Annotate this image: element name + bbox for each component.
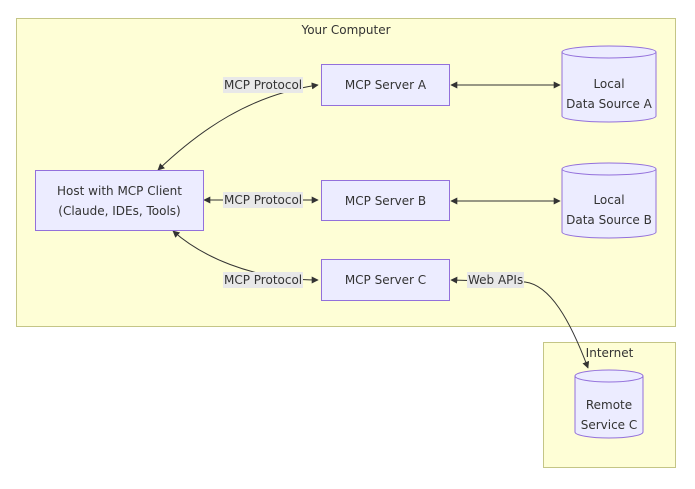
edge-label-host-c: MCP Protocol	[223, 272, 304, 288]
host-line1: Host with MCP Client	[57, 183, 182, 198]
cylinder-remote-c	[574, 369, 644, 439]
source-a-label: Local Data Source A	[562, 74, 656, 114]
edge-label-web-apis: Web APIs	[467, 272, 525, 288]
source-b-label: Local Data Source B	[562, 190, 656, 230]
remote-c-line1: Remote	[585, 398, 633, 412]
remote-c-label: Remote Service C	[575, 395, 643, 435]
server-a-label: MCP Server A	[344, 78, 427, 92]
source-a-line2: Data Source A	[566, 97, 652, 111]
source-a-line1: Local	[593, 77, 625, 91]
host-node: Host with MCP Client (Claude, IDEs, Tool…	[35, 170, 204, 231]
cylinder-source-b	[561, 162, 657, 239]
cluster-title-your-computer: Your Computer	[301, 23, 391, 37]
server-b-node: MCP Server B	[321, 180, 450, 221]
edge-host-server-a	[157, 82, 319, 171]
remote-c-line2: Service C	[580, 418, 638, 432]
server-a-node: MCP Server A	[321, 64, 450, 106]
cylinder-source-a	[561, 45, 657, 123]
server-c-node: MCP Server C	[321, 259, 450, 301]
host-line2: (Claude, IDEs, Tools)	[58, 203, 181, 218]
edge-label-host-a: MCP Protocol	[223, 77, 304, 93]
source-b-line1: Local	[593, 193, 625, 207]
edge-server-c-remote-c	[450, 276, 590, 369]
source-b-line2: Data Source B	[566, 213, 652, 227]
edge-label-host-b: MCP Protocol	[223, 192, 304, 208]
server-c-label: MCP Server C	[344, 273, 427, 287]
server-b-label: MCP Server B	[344, 193, 427, 208]
cluster-title-internet: Internet	[585, 346, 634, 360]
